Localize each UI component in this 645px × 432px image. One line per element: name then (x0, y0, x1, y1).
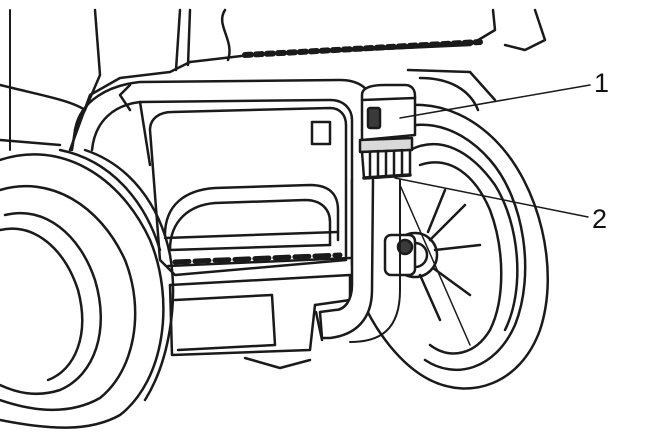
drain-hose (314, 178, 401, 343)
body-panel (148, 106, 352, 277)
leader-line-1 (399, 84, 591, 119)
leader-lines (394, 84, 591, 218)
leader-line-2 (394, 177, 589, 218)
callout-label-2: 2 (592, 204, 608, 234)
hose-coupling (358, 83, 417, 180)
machine-upper-body (0, 8, 547, 152)
left-wheel (0, 148, 175, 429)
callout-label-1: 1 (594, 68, 610, 98)
